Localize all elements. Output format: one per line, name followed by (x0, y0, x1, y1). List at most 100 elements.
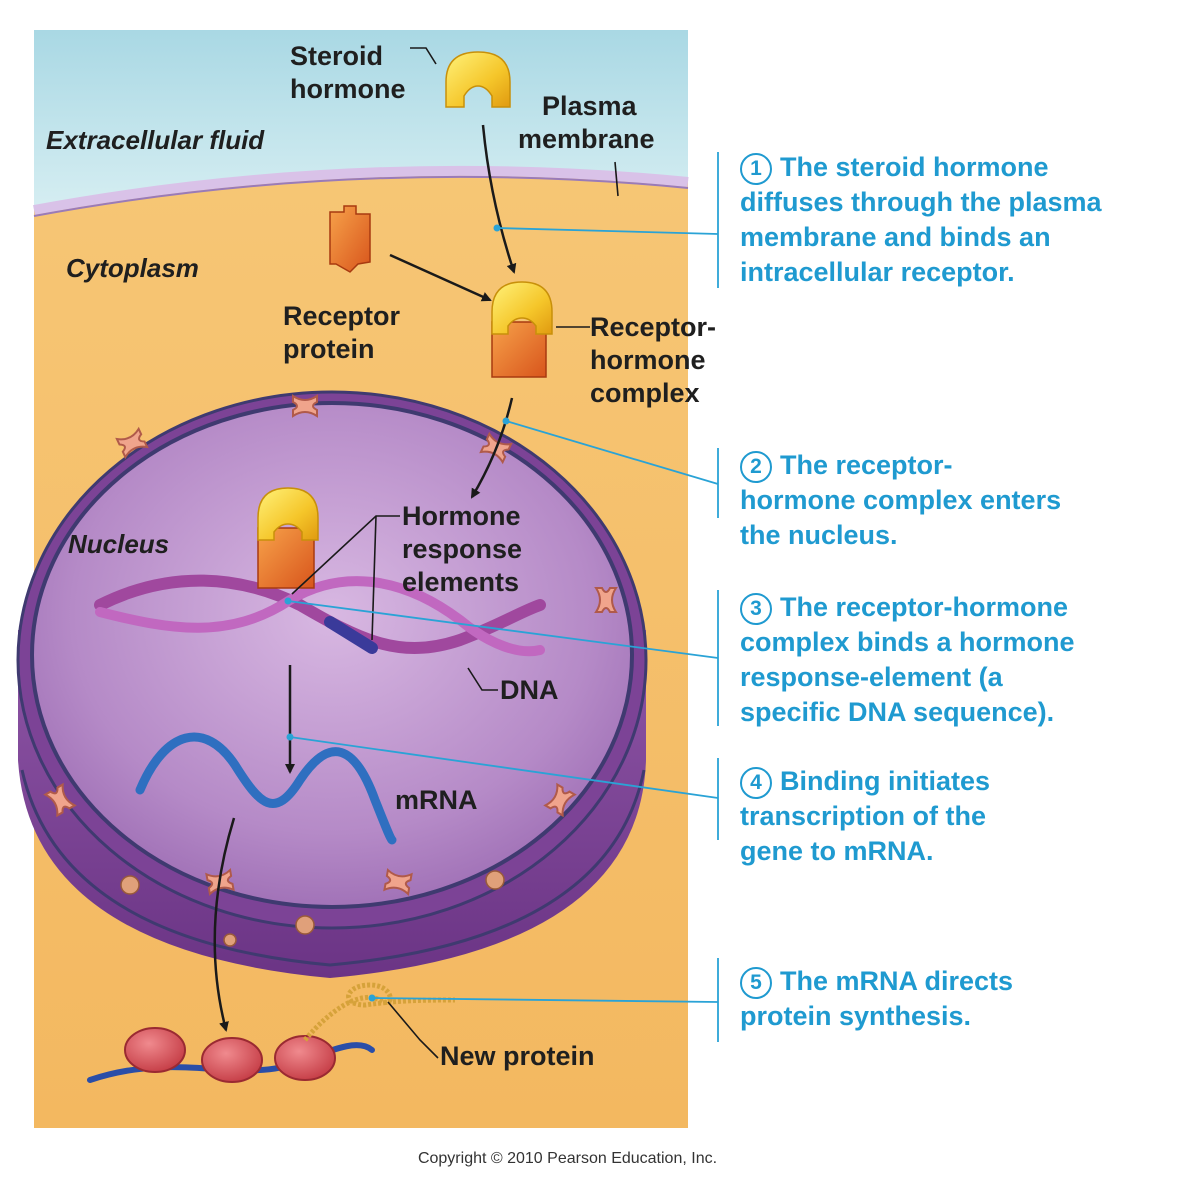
callout-step-5 (371, 997, 719, 1003)
label-line: hormone (590, 345, 706, 375)
leader-plasma-membrane (614, 161, 619, 197)
step-line: 3 The receptor-hormone (740, 590, 1190, 625)
label-line: Plasma (542, 91, 637, 121)
label-line: Receptor (283, 301, 401, 331)
leader-dna (467, 667, 498, 691)
arrow-receptor-to-complex (389, 253, 492, 302)
callout-step-1 (496, 227, 719, 235)
bound-complex-molecule (257, 487, 319, 589)
callout-dot (286, 733, 294, 741)
nuclear-envelope-lower (20, 769, 646, 967)
label-dna: DNA (500, 675, 559, 705)
callout-dot (502, 417, 510, 425)
label-line: Hormone (402, 501, 521, 531)
nucleus-body (16, 390, 648, 978)
pore-rosettes (120, 870, 505, 947)
pore-rosette (485, 870, 505, 890)
dna-strand-b (95, 576, 545, 657)
step-line: 2 The receptor- (740, 448, 1190, 483)
nuclear-pore (594, 587, 618, 613)
label-receptor-protein: Receptor protein (283, 300, 400, 366)
nuclear-pore (115, 426, 149, 460)
step-3: 3 The receptor-hormone complex binds a ho… (740, 590, 1190, 730)
label-plasma-membrane: Plasma membrane (518, 90, 655, 156)
nucleus-interior (32, 403, 632, 907)
callout-dot (493, 224, 501, 232)
step-line: 4 Binding initiates (740, 764, 1190, 799)
label-receptor-hormone-complex: Receptor- hormone complex (590, 311, 716, 410)
nuclear-pore (292, 394, 318, 418)
arrow-mrna-to-cytoplasm (213, 817, 236, 1032)
step-text: The steroid hormone (780, 152, 1049, 182)
callout-step-3 (287, 600, 719, 659)
step-line: intracellular receptor. (740, 257, 1015, 287)
pore-rosette (295, 915, 315, 935)
leader-new-protein (387, 1001, 439, 1059)
label-steroid-hormone: Steroid hormone (290, 40, 406, 106)
step-line: specific DNA sequence). (740, 697, 1055, 727)
ribosome (124, 1027, 186, 1073)
step-line: protein synthesis. (740, 1001, 972, 1031)
pore-rosette (223, 933, 237, 947)
step-line: the nucleus. (740, 520, 898, 550)
ribosome (274, 1035, 336, 1081)
callout-dot (284, 597, 292, 605)
plasma-membrane-edge (33, 175, 689, 217)
label-nucleus: Nucleus (68, 529, 170, 559)
nuclear-pore (383, 868, 413, 896)
step-2: 2 The receptor- hormone complex enters th… (740, 448, 1190, 553)
label-line: hormone (290, 74, 406, 104)
step-number-badge: 2 (740, 451, 772, 483)
step-line: complex binds a hormone (740, 627, 1075, 657)
receptor-hormone-complex-molecule (491, 281, 553, 378)
step-line: transcription of the (740, 801, 987, 831)
step-line: hormone complex enters (740, 485, 1062, 515)
leader-steroid-hormone (410, 47, 437, 65)
nuclear-pore (543, 782, 577, 818)
callout-step-4 (289, 736, 719, 799)
label-new-protein: New protein (440, 1041, 595, 1071)
pore-rosette (120, 875, 140, 895)
plasma-membrane-band (33, 165, 689, 215)
process-arrows (213, 124, 517, 1032)
step-callouts (287, 152, 719, 1042)
dna-helix (94, 574, 546, 657)
step-number-badge: 1 (740, 153, 772, 185)
new-protein-chain (303, 982, 456, 1042)
nuclear-envelope (30, 401, 634, 909)
label-hormone-response-elements: Hormone response elements (402, 500, 522, 599)
step-line: gene to mRNA. (740, 836, 934, 866)
copyright-notice: Copyright © 2010 Pearson Education, Inc. (417, 1150, 718, 1167)
label-line: response (402, 534, 523, 564)
nuclear-pore (43, 782, 77, 818)
steroid-hormone-molecule (445, 51, 511, 108)
step-line: membrane and binds an (740, 222, 1051, 252)
step-text: The mRNA directs (780, 966, 1014, 996)
callout-dots (284, 224, 510, 1002)
leader-hre-2 (371, 515, 377, 641)
callout-dot (368, 994, 376, 1002)
step-number-badge: 3 (740, 593, 772, 625)
step-text: The receptor-hormone (780, 592, 1069, 622)
step-line: response-element (a (740, 662, 1003, 692)
extracellular-region (34, 30, 688, 210)
receptor-protein-molecule (329, 205, 371, 273)
label-line: complex (590, 378, 700, 408)
arrow-hormone-to-complex (481, 124, 517, 274)
ribosome (201, 1037, 263, 1083)
arrow-complex-to-nucleus (470, 397, 514, 499)
label-line: membrane (518, 124, 655, 154)
label-cytoplasm: Cytoplasm (66, 253, 199, 283)
label-line: protein (283, 334, 375, 364)
step-text: Binding initiates (780, 766, 991, 796)
label-line: Receptor- (590, 312, 717, 342)
step-text: The receptor- (780, 450, 953, 480)
step-number-badge: 4 (740, 767, 772, 799)
label-mrna: mRNA (395, 785, 478, 815)
nuclear-envelope-outer (16, 390, 648, 930)
